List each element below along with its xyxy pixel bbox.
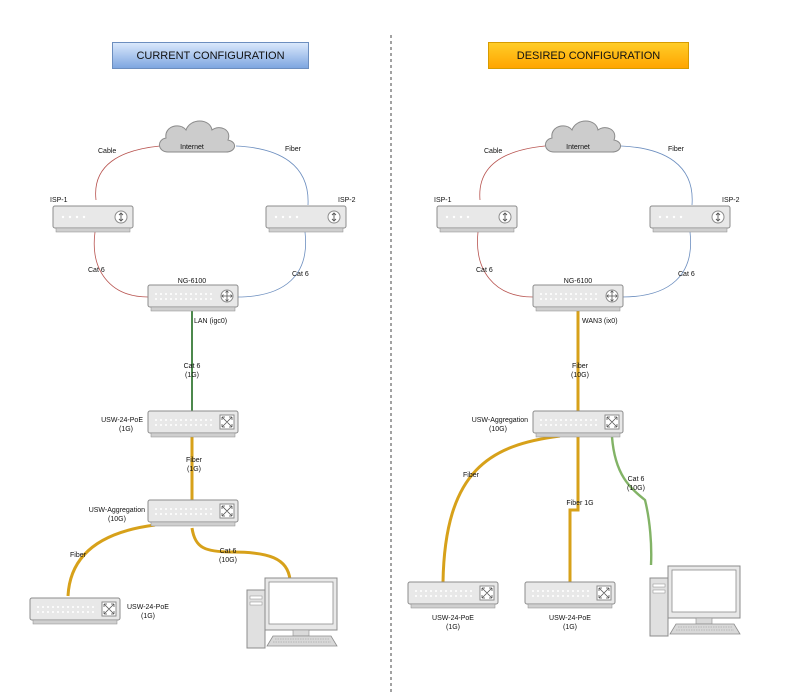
fiber-label: Fiber: [668, 146, 685, 153]
fiber-label: Fiber: [285, 146, 302, 153]
switch-mid-speed: (1G): [563, 624, 577, 631]
isp1-label: ISP-1: [50, 197, 68, 204]
desktop-computer-icon: [649, 565, 741, 637]
cable-label: Cable: [484, 148, 502, 155]
switch2-speed: (1G): [141, 613, 155, 620]
cat6-left-label: Cat 6: [88, 267, 105, 274]
fiber-link: [620, 145, 693, 206]
cable-label: Cable: [98, 148, 116, 155]
current-diagram: Internet Cable Fiber ISP-1 ISP-2 Cat 6 C…: [29, 120, 356, 649]
isp1-label: ISP-1: [434, 197, 452, 204]
link1-label: Fiber: [572, 363, 589, 370]
agg-label: USW-Aggregation: [472, 417, 528, 424]
usw-aggregation-icon: [532, 410, 624, 438]
current-config-title: CURRENT CONFIGURATION: [112, 42, 309, 69]
link2-speed: (1G): [187, 466, 201, 473]
cat6-right-label: Cat 6: [292, 271, 309, 278]
fiber-agg-switch-link: [66, 523, 156, 597]
link1-speed: (1G): [185, 372, 199, 379]
cat6-pc-label: Cat 6: [628, 476, 645, 483]
cat6-10g-link: [610, 436, 653, 566]
isp2-label: ISP-2: [722, 197, 740, 204]
usw-24-poe-icon: [147, 410, 239, 438]
fiber-agg-switch-left-link: [441, 434, 561, 583]
router-icon: [532, 284, 624, 312]
desktop-computer-icon: [246, 577, 338, 649]
cable-link: [479, 145, 546, 201]
cat6-right-label: Cat 6: [678, 271, 695, 278]
isp2-label: ISP-2: [338, 197, 356, 204]
switch1-speed: (1G): [119, 426, 133, 433]
switch-mid-label: USW-24-PoE: [549, 615, 591, 622]
isp1-router-link: [477, 231, 534, 298]
internet-label: Internet: [566, 144, 590, 151]
usw-24-poe-icon: [29, 597, 121, 625]
router-port-label: WAN3 (ix0): [582, 318, 618, 325]
fiber-mid-label: Fiber 1G: [566, 500, 593, 507]
link2-label: Fiber: [186, 457, 203, 464]
desired-config-title: DESIRED CONFIGURATION: [488, 42, 689, 69]
fiber-left-label: Fiber: [463, 472, 480, 479]
router-icon: [147, 284, 239, 312]
cat6-10g-link: [190, 527, 292, 581]
agg-label: USW-Aggregation: [89, 507, 145, 514]
router-port-label: LAN (igc0): [194, 318, 227, 325]
isp1-modem-icon: [52, 205, 134, 233]
usw-24-poe-icon: [524, 581, 616, 609]
fiber-1g-link: [568, 437, 580, 582]
agg-speed: (10G): [108, 516, 126, 523]
switch1-label: USW-24-PoE: [101, 417, 143, 424]
agg-speed: (10G): [489, 426, 507, 433]
cat6-left-label: Cat 6: [476, 267, 493, 274]
desired-diagram: Internet Cable Fiber ISP-1 ISP-2 Cat 6 C…: [407, 120, 741, 637]
fiber-left-label: Fiber: [70, 552, 87, 559]
cat6-pc-label: Cat 6: [220, 548, 237, 555]
cat6-pc-speed: (10G): [219, 557, 237, 564]
isp2-router-link: [236, 231, 307, 298]
isp2-modem-icon: [649, 205, 731, 233]
isp2-router-link: [621, 231, 692, 298]
router-label: NG-6100: [178, 278, 207, 285]
isp2-modem-icon: [265, 205, 347, 233]
cat6-pc-speed: (10G): [627, 485, 645, 492]
internet-label: Internet: [180, 144, 204, 151]
router-label: NG-6100: [564, 278, 593, 285]
link1-label: Cat 6: [184, 363, 201, 370]
switch2-label: USW-24-PoE: [127, 604, 169, 611]
isp1-router-link: [93, 231, 149, 298]
switch-left-label: USW-24-PoE: [432, 615, 474, 622]
usw-aggregation-icon: [147, 499, 239, 527]
usw-24-poe-icon: [407, 581, 499, 609]
cable-link: [95, 145, 161, 201]
switch-left-speed: (1G): [446, 624, 460, 631]
fiber-link: [235, 145, 309, 206]
isp1-modem-icon: [436, 205, 518, 233]
link1-speed: (10G): [571, 372, 589, 379]
